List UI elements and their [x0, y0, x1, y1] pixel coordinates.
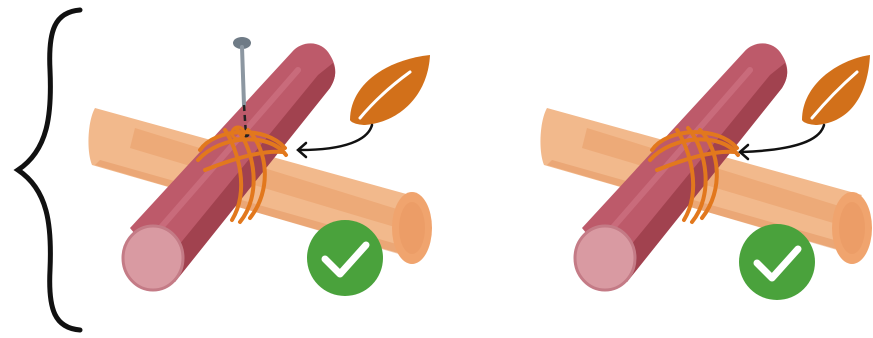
leaf-icon: [350, 55, 430, 125]
panel-with-nail: [88, 37, 432, 296]
pointer-arrow: [740, 125, 824, 159]
pointer-arrow: [298, 125, 372, 157]
curly-brace: [18, 10, 80, 330]
panel-without-nail: [540, 43, 872, 300]
check-badge: [307, 220, 383, 296]
leaf-icon: [802, 55, 870, 125]
check-badge: [739, 224, 815, 300]
